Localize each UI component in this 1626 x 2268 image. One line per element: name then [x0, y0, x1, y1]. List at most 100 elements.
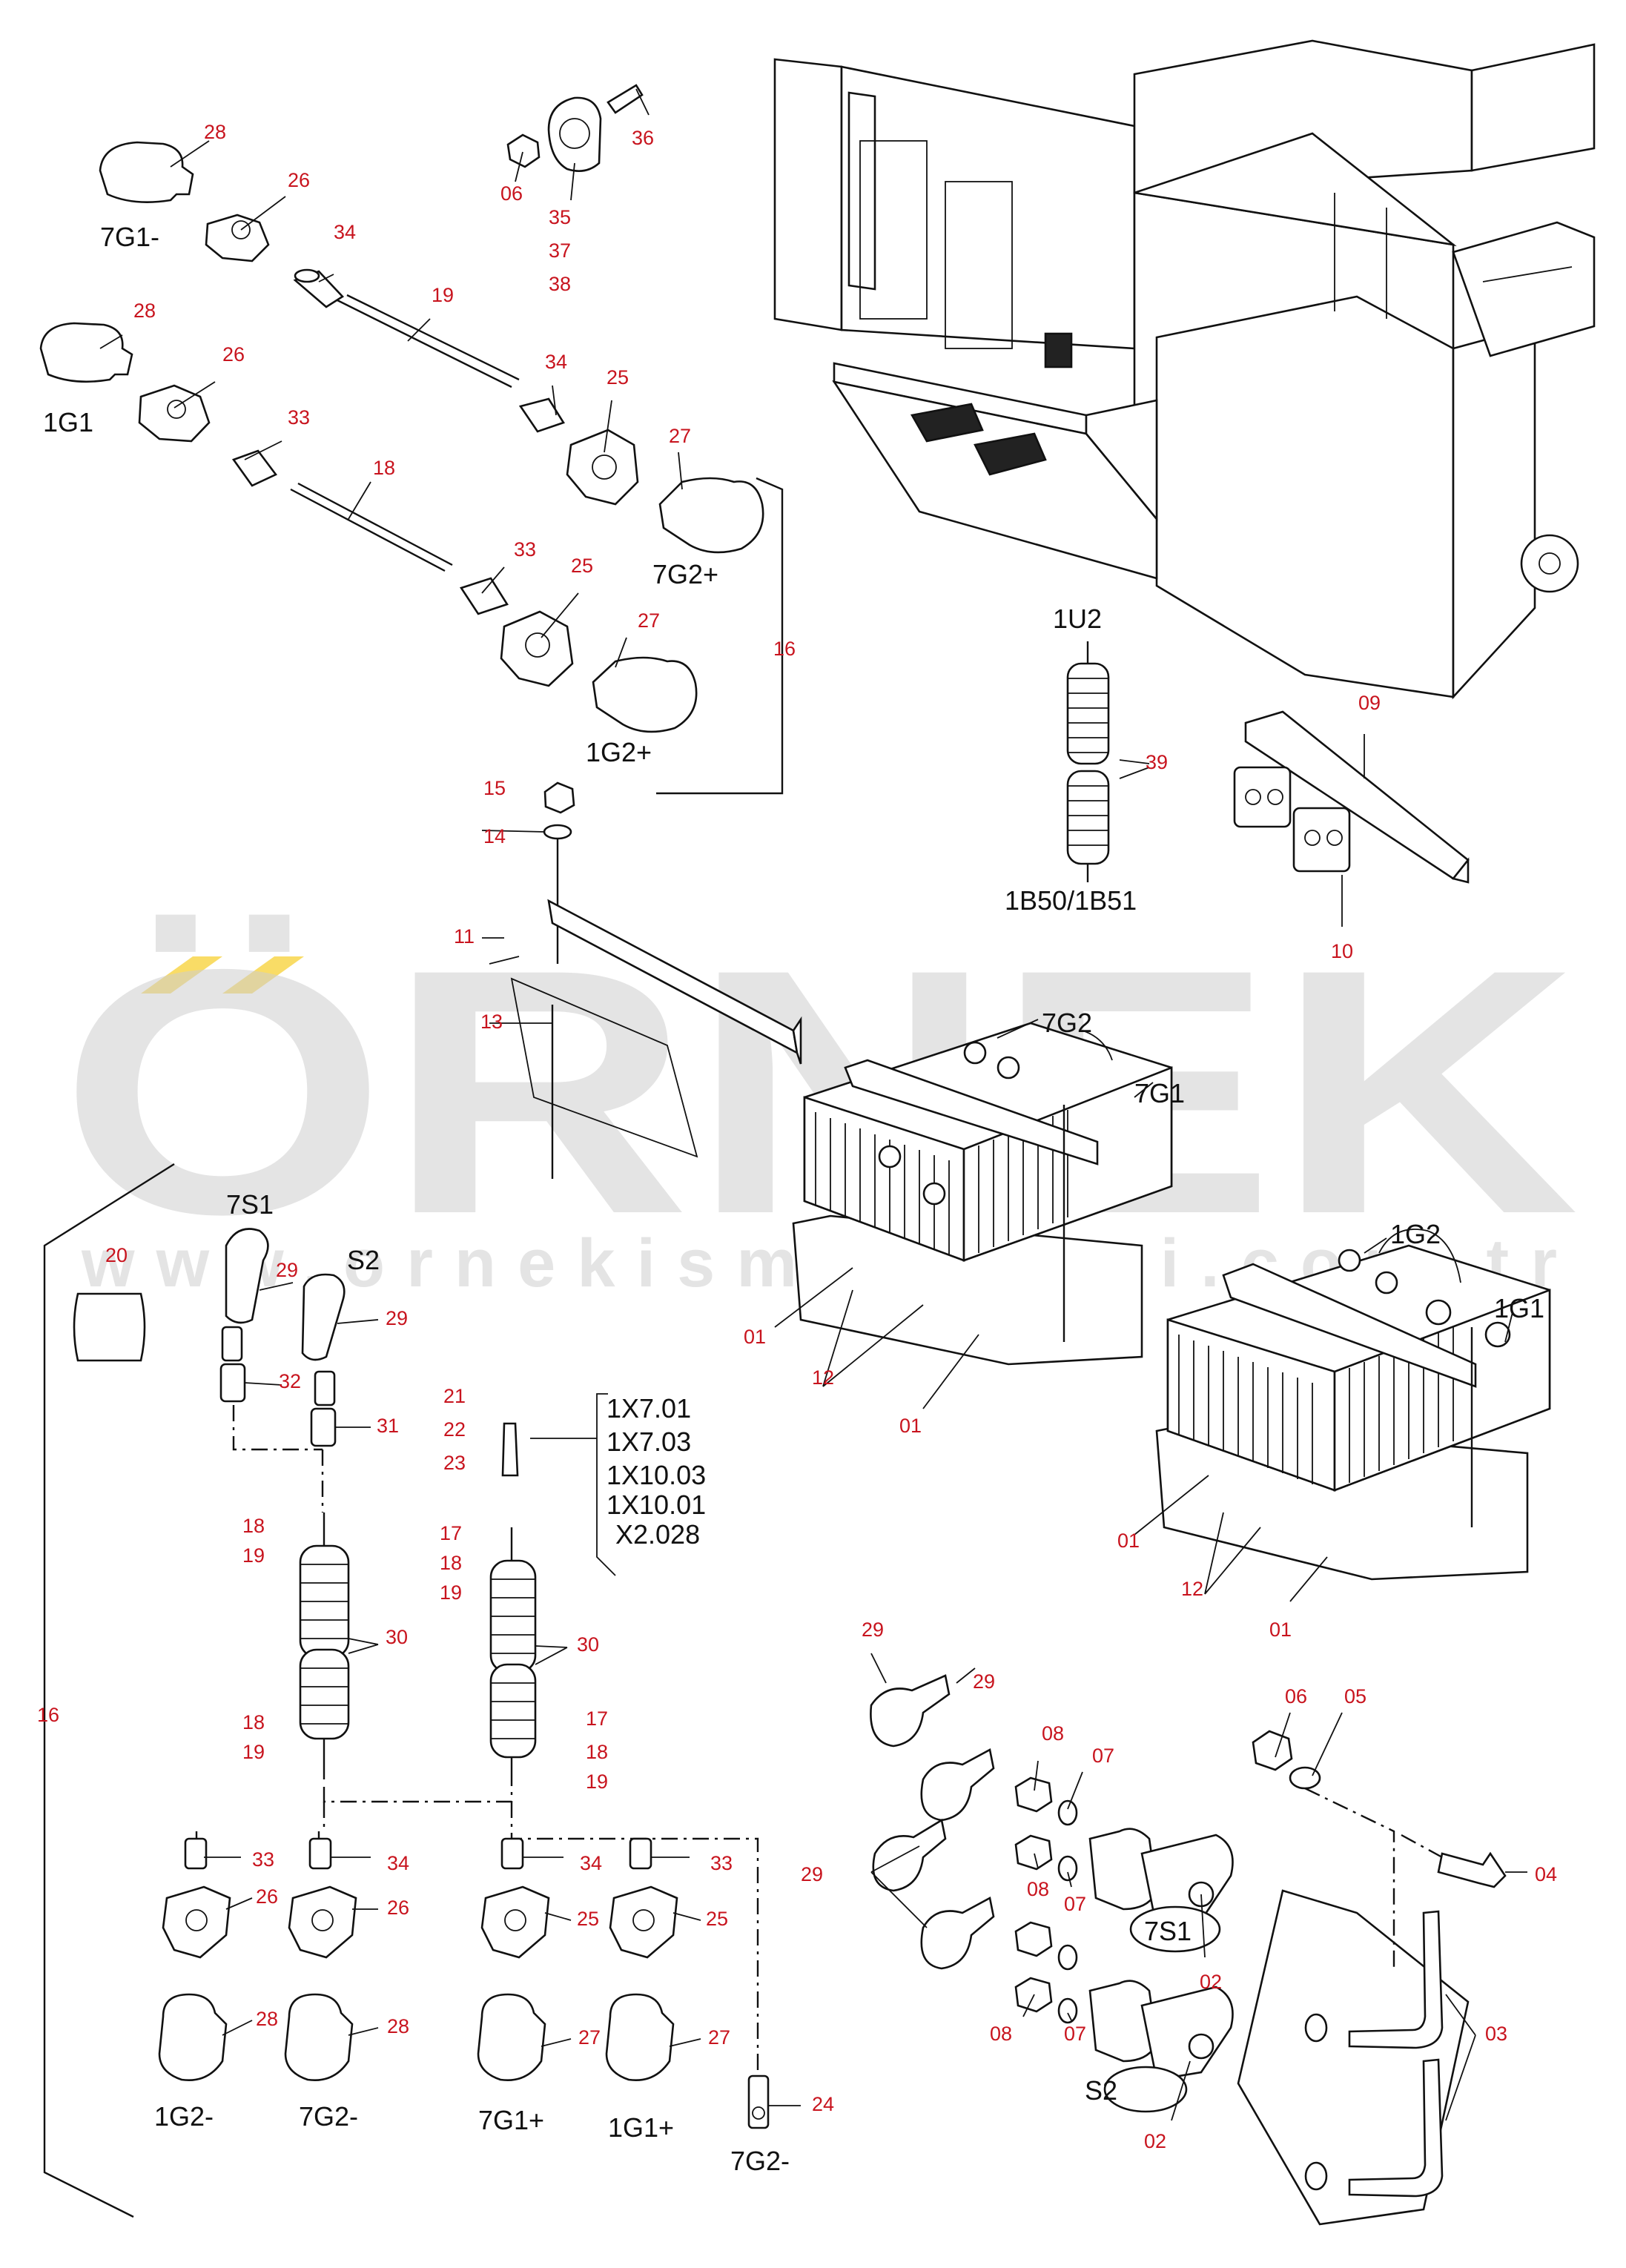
- callout-06-a: 06: [500, 182, 523, 205]
- label-1G1-plus: 1G1+: [608, 2112, 674, 2143]
- battery-leaders: [774, 1019, 1513, 1602]
- callout-01-d: 01: [1269, 1619, 1292, 1641]
- boot-S2: [301, 1273, 346, 1361]
- callout-02-b: 02: [1144, 2130, 1166, 2152]
- callout-16-a: 16: [773, 638, 796, 660]
- callout-26-b: 26: [222, 343, 245, 366]
- label-connector-X2-028: X2.028: [615, 1519, 700, 1550]
- terminal-cover-27-a: [658, 477, 764, 554]
- terminal-cover-28-b: [39, 322, 133, 383]
- label-7S1-switch: 7S1: [226, 1189, 274, 1220]
- callout-34-d: 34: [580, 1852, 602, 1874]
- callout-34-c: 34: [387, 1852, 409, 1874]
- battery-7G-pair: [792, 1022, 1173, 1366]
- callout-28-b: 28: [133, 300, 156, 322]
- cable-clamp-35: [547, 96, 602, 172]
- callout-18-e: 18: [586, 1741, 608, 1763]
- callout-09: 09: [1358, 692, 1381, 714]
- machine-overview-drawing: [773, 39, 1596, 700]
- callout-39: 39: [1146, 751, 1168, 773]
- label-1U2: 1U2: [1053, 604, 1102, 634]
- callout-30-a: 30: [386, 1626, 408, 1648]
- callout-33-c: 33: [252, 1848, 274, 1871]
- callout-33-a: 33: [288, 406, 310, 429]
- callout-19-e: 19: [586, 1771, 608, 1793]
- callout-27-d: 27: [708, 2026, 730, 2049]
- label-7G2-battery: 7G2: [1042, 1008, 1092, 1038]
- label-7G2-plus-top: 7G2+: [652, 559, 718, 589]
- callout-01-c: 01: [1117, 1530, 1140, 1552]
- battery-hold-down-bracket: [481, 781, 802, 1179]
- washer-14: [543, 824, 572, 840]
- callout-05: 05: [1344, 1685, 1366, 1707]
- callout-30-b: 30: [577, 1633, 599, 1656]
- callout-21: 21: [443, 1385, 466, 1407]
- label-7S1-detail: 7S1: [1144, 1916, 1192, 1946]
- terminal-cover-28-a: [99, 141, 194, 203]
- label-S2-detail: S2: [1085, 2075, 1117, 2106]
- callout-29-b: 29: [386, 1307, 408, 1329]
- terminal-cover-27-b: [592, 656, 698, 733]
- callout-19-b: 19: [242, 1544, 265, 1567]
- callout-35: 35: [549, 206, 571, 228]
- nut-06-b: [1252, 1730, 1293, 1771]
- callout-23: 23: [443, 1452, 466, 1474]
- terminal-clamp-25-b: [500, 610, 574, 687]
- nut-15: [543, 781, 575, 814]
- callout-11: 11: [454, 925, 475, 948]
- callout-01-a: 01: [744, 1326, 766, 1348]
- callout-07-b: 07: [1064, 1893, 1086, 1915]
- label-7G1-plus: 7G1+: [478, 2105, 544, 2135]
- callout-31: 31: [377, 1415, 399, 1437]
- callout-02-a: 02: [1200, 1971, 1222, 1993]
- callout-27-b: 27: [638, 609, 660, 632]
- callout-16-b: 16: [37, 1704, 59, 1726]
- callout-12-a: 12: [812, 1366, 834, 1389]
- callout-25-c: 25: [577, 1908, 599, 1930]
- callout-34-b: 34: [545, 351, 567, 373]
- screw-04: [1437, 1851, 1507, 1888]
- label-connector-1X10-01: 1X10.01: [607, 1490, 706, 1520]
- label-7G2-minus: 7G2-: [299, 2101, 358, 2132]
- callout-19-a: 19: [432, 284, 454, 306]
- callout-08-b: 08: [1027, 1878, 1049, 1900]
- terminal-clamp-26-b: [138, 384, 211, 443]
- callout-07-a: 07: [1092, 1745, 1114, 1767]
- screw-36: [607, 84, 644, 114]
- callout-22: 22: [443, 1418, 466, 1441]
- sensor-1U2-assembly: [1066, 641, 1150, 882]
- callout-33-b: 33: [514, 538, 536, 561]
- boot-7S1: [225, 1228, 269, 1324]
- callout-18-c: 18: [440, 1552, 462, 1574]
- label-1G2-battery: 1G2: [1390, 1219, 1441, 1249]
- label-connector-1X7-03: 1X7.03: [607, 1426, 691, 1457]
- battery-switch-assembly: [870, 1653, 1527, 2226]
- callout-04: 04: [1535, 1863, 1557, 1885]
- callout-28-c: 28: [256, 2008, 278, 2030]
- label-1G1-top: 1G1: [43, 407, 93, 437]
- callout-33-d: 33: [710, 1852, 733, 1874]
- label-connector-1X10-03: 1X10.03: [607, 1460, 706, 1490]
- callout-25-a: 25: [607, 366, 629, 389]
- mounting-rail-09: [1233, 710, 1470, 927]
- callout-25-b: 25: [571, 555, 593, 577]
- callout-08-c: 08: [990, 2023, 1012, 2045]
- callout-13: 13: [480, 1011, 503, 1033]
- label-1G1-battery: 1G1: [1494, 1293, 1544, 1323]
- tape-20: [73, 1292, 146, 1362]
- callout-18-d: 18: [242, 1711, 265, 1733]
- callout-10: 10: [1331, 940, 1353, 962]
- top-cable-assembly: [39, 84, 784, 795]
- callout-01-b: 01: [899, 1415, 922, 1437]
- terminal-clamp-26-a: [205, 214, 270, 262]
- label-7G2-minus-2: 7G2-: [730, 2146, 790, 2176]
- callout-24: 24: [812, 2093, 834, 2115]
- callout-38: 38: [549, 273, 571, 295]
- label-1G2-plus-top: 1G2+: [586, 737, 652, 767]
- callout-19-d: 19: [242, 1741, 265, 1763]
- label-S2-switch: S2: [347, 1245, 380, 1275]
- label-7G1-minus-top: 7G1-: [100, 222, 159, 252]
- callout-32: 32: [279, 1370, 301, 1392]
